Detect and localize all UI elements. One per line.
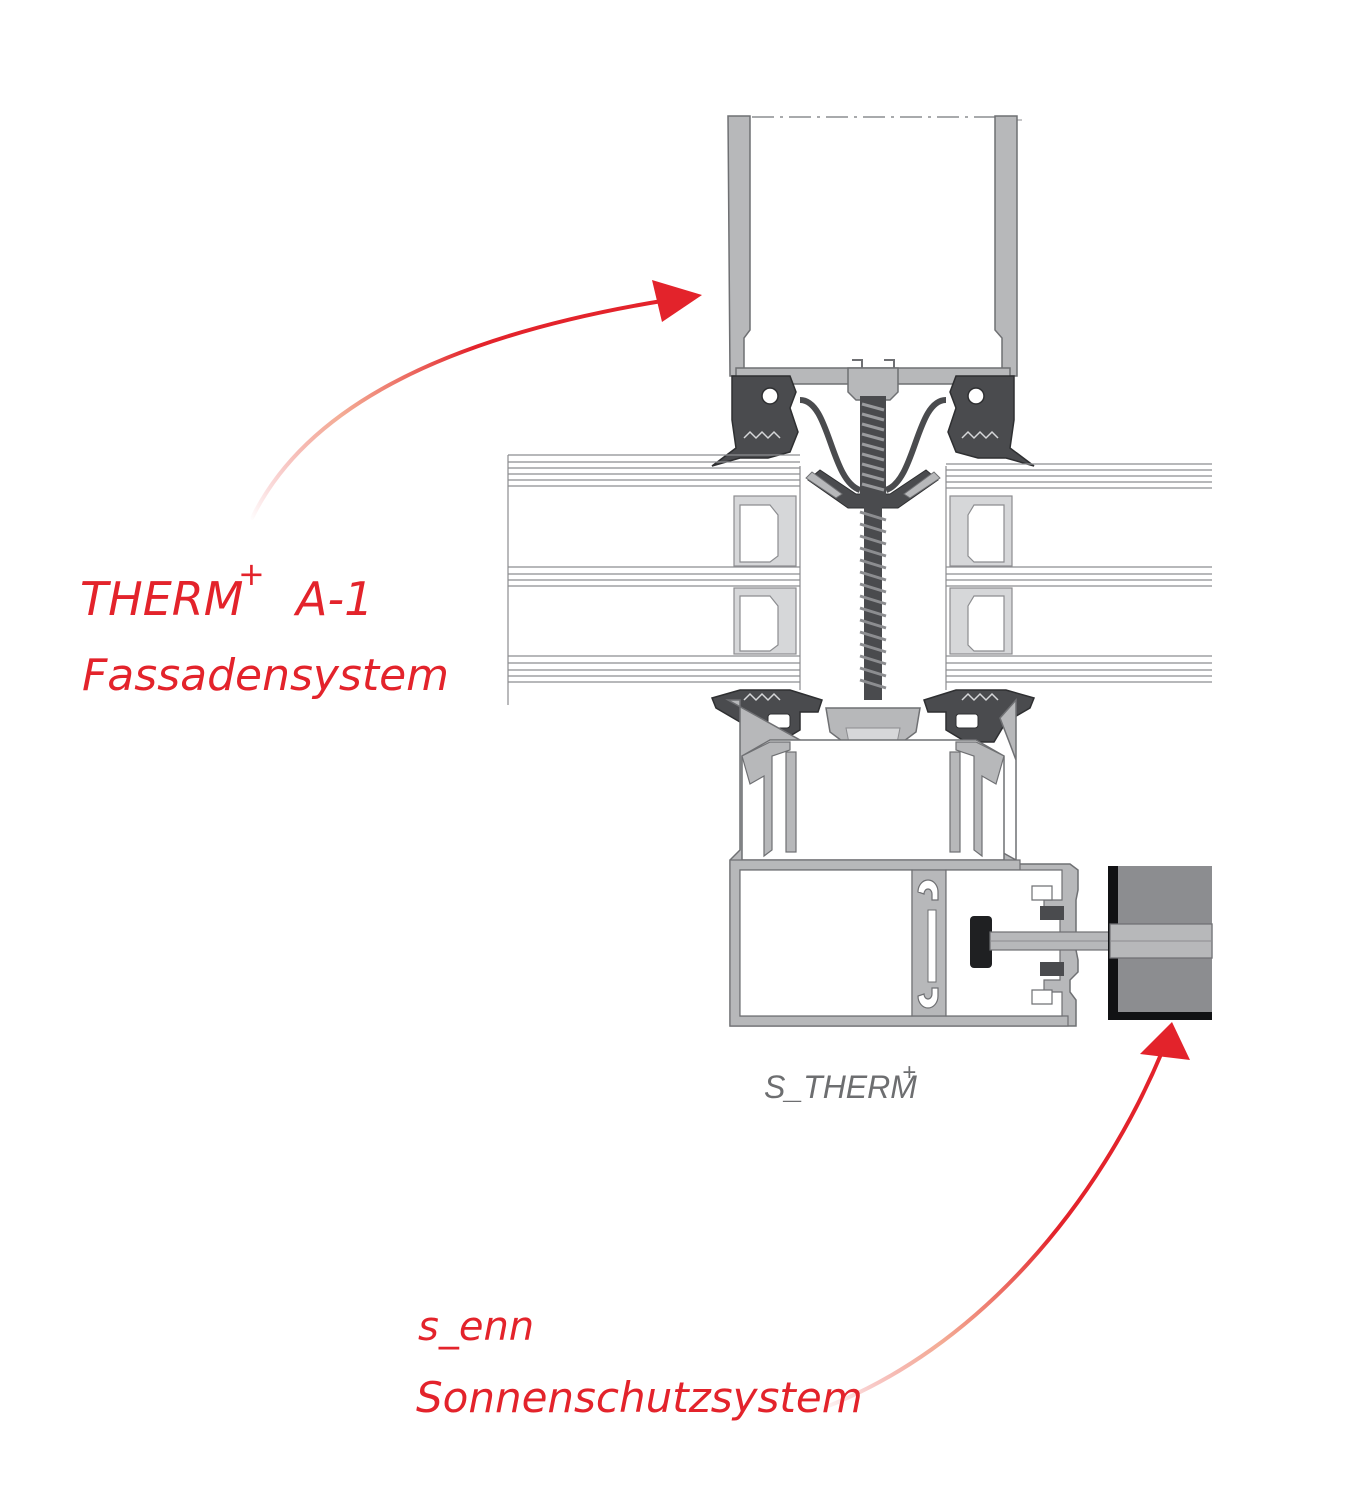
upper-mullion-profile: [727, 115, 1022, 401]
facade-arrowhead-icon: [652, 280, 702, 322]
svg-text:THERM: THERM: [80, 572, 243, 626]
sun-label-system: Sonnenschutzsystem: [416, 1373, 863, 1422]
sun-shading-arrowhead-icon: [1140, 1022, 1190, 1060]
svg-text:+: +: [238, 555, 265, 593]
svg-text:+: +: [902, 1059, 916, 1086]
lower-frame-profile: [725, 698, 1079, 1027]
sun-shading-bracket: [970, 866, 1213, 1020]
profile-caption-sup: +: [902, 1059, 916, 1086]
left-glass-unit: [507, 454, 801, 705]
profile-caption: S_THERM +: [764, 1059, 917, 1105]
facade-label: THERM + A-1 Fassadensystem: [80, 555, 449, 701]
svg-text:Sonnenschutzsystem: Sonnenschutzsystem: [416, 1373, 863, 1422]
facade-label-sup: +: [238, 555, 265, 593]
fixing-screw: [859, 396, 887, 700]
facade-label-tail: A-1: [293, 572, 373, 626]
svg-text:s_enn: s_enn: [418, 1304, 534, 1350]
sun-label-brand: s_enn: [418, 1304, 534, 1350]
upper-gaskets: [711, 375, 1035, 509]
svg-text:A-1: A-1: [293, 572, 373, 626]
facade-arrow: [250, 298, 670, 520]
sun-shading-arrow: [816, 1050, 1164, 1412]
sun-shading-label: s_enn Sonnenschutzsystem: [416, 1304, 863, 1422]
right-glass-unit: [945, 463, 1212, 690]
facade-label-system: Fassadensystem: [82, 650, 449, 701]
svg-text:S_THERM: S_THERM: [764, 1069, 917, 1105]
profile-caption-base: S_THERM: [764, 1069, 917, 1105]
svg-text:Fassadensystem: Fassadensystem: [82, 650, 449, 701]
facade-label-base: THERM: [80, 572, 243, 626]
